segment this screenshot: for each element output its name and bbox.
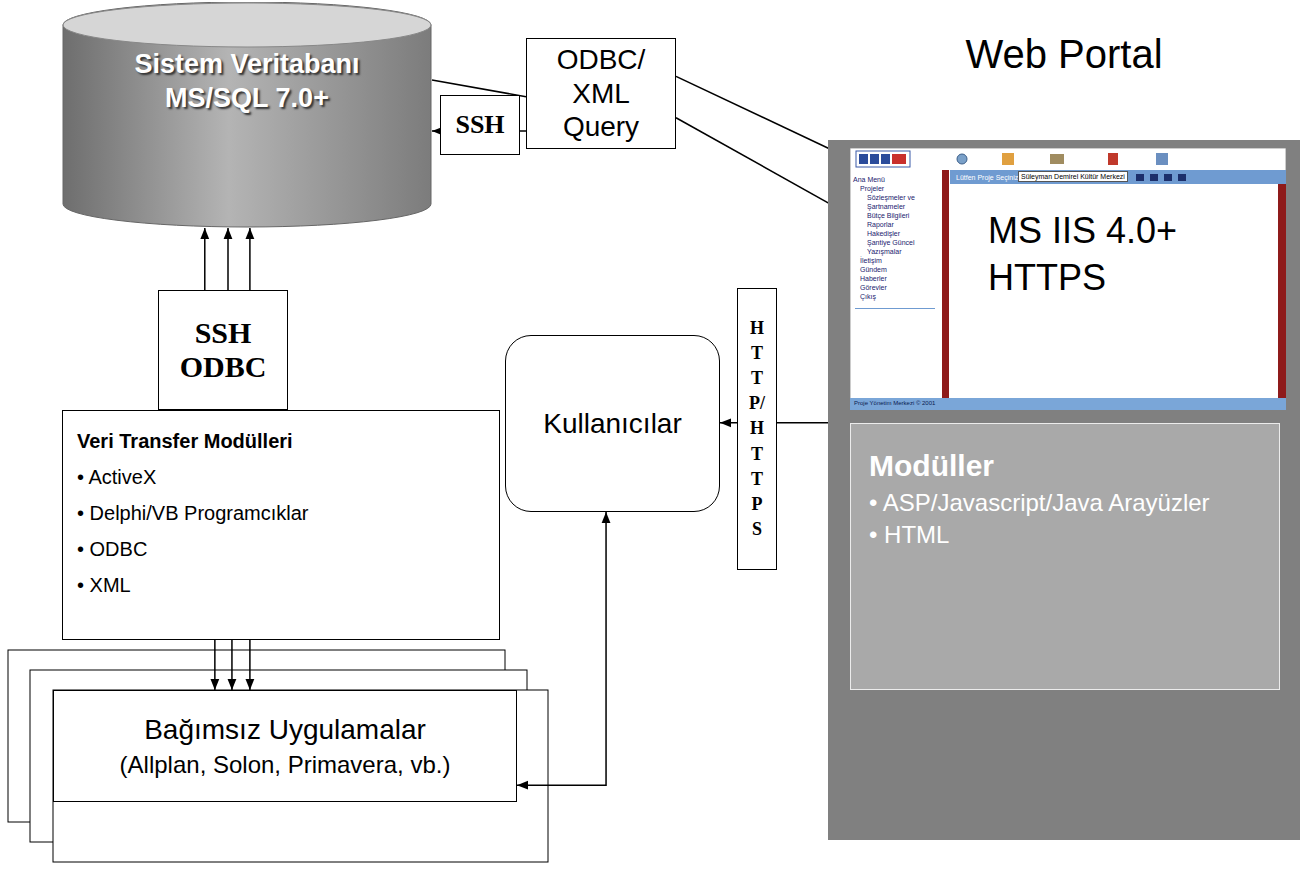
node-text: • XML (77, 567, 131, 603)
menu-item: Ana Menü (853, 175, 940, 184)
portal-panel: Web PortalMS IIS 4.0+ HTTPSAna MenüProje… (828, 30, 1300, 840)
logo (881, 154, 890, 164)
menu-item: Gündem (853, 265, 940, 274)
node-heading: MS IIS 4.0+ HTTPS (988, 208, 1250, 302)
menu-item: Çıkış (853, 292, 940, 301)
logo (870, 154, 879, 164)
nav-icon (1178, 174, 1186, 181)
portal-screenshot: MS IIS 4.0+ HTTPS Ana MenüProjelerSözleşm… (850, 148, 1286, 410)
node-heading: Sistem Veritabanı MS/SQL 7.0+ (102, 48, 392, 116)
node-heading: Kullanıcılar (543, 407, 682, 441)
menu-item: Haberler (853, 274, 940, 283)
node-text: • ActiveX (77, 459, 156, 495)
node-heading: HTTP/HTTPS (748, 316, 766, 543)
logo (859, 154, 868, 164)
menu-item: Bütçe Bilgileri (853, 211, 940, 220)
menu-item: Yazışmalar (853, 247, 940, 256)
connector-arrow (214, 640, 216, 690)
connector-arrow (231, 640, 233, 690)
menu-item: Şantiye Güncel (853, 238, 940, 247)
menu-item: Hakedişler (853, 229, 940, 238)
logo (856, 151, 910, 167)
connector-arrow (676, 118, 850, 215)
query-box: ODBC/ XML Query (526, 38, 676, 149)
toolbar-icon (1108, 153, 1118, 165)
database-cylinder: Sistem Veritabanı MS/SQL 7.0+ (62, 2, 432, 228)
menu-list: Ana MenüProjelerSözleşmeler ve Şartnamel… (853, 175, 940, 301)
footer-bar (850, 398, 1286, 410)
title-bar (950, 170, 1286, 184)
field-label: Lütfen Proje Seçiniz: (956, 173, 1020, 182)
toolbar-icon (1050, 154, 1064, 164)
footer-text: Proje Yönetim Merkezi © 2001 (854, 399, 935, 408)
toolbar-icon (1002, 153, 1014, 165)
nav-icon (1136, 174, 1144, 181)
menu-item: Görevler (853, 283, 940, 292)
transfer-modules-box: Veri Transfer Modülleri• ActiveX• Delphi… (62, 410, 500, 640)
connector-arrow (249, 640, 251, 690)
logo (892, 154, 906, 164)
node-heading: Web Portal (965, 30, 1162, 78)
menu-item: Sözleşmeler ve Şartnameler (853, 193, 940, 211)
node-heading: Bağımsız Uygulamalar (144, 712, 426, 748)
connector-arrow (517, 512, 606, 785)
node-heading: SSH ODBC (167, 316, 279, 385)
toolbar-icon (957, 154, 967, 164)
protocol-box: HTTP/HTTPS (737, 288, 777, 570)
stacked-pages (8, 650, 548, 862)
users-box: Kullanıcılar (505, 335, 720, 512)
node-heading: Veri Transfer Modülleri (77, 423, 293, 459)
side-bar (1278, 184, 1286, 398)
front-page (53, 690, 548, 862)
modules-box: Modüller• ASP/Javascript/Java Arayüzler•… (850, 423, 1280, 690)
applications-box: Bağımsız Uygulamalar(Allplan, Solon, Pri… (53, 690, 517, 802)
cylinder-body (63, 2, 431, 227)
node-text: • ODBC (77, 531, 147, 567)
node-heading: SSH (455, 109, 504, 140)
node-text: (Allplan, Solon, Primavera, vb.) (120, 749, 451, 780)
node-text: • ASP/Javascript/Java Arayüzler (869, 487, 1210, 519)
select-value: Süleyman Demirel Kültür Merkezi (1018, 171, 1128, 182)
node-heading: ODBC/ XML Query (531, 43, 671, 144)
protocol-box: SSH (440, 95, 520, 155)
menu-rule (855, 308, 935, 309)
side-bar (942, 170, 949, 398)
connector-arrow (676, 76, 850, 158)
node-heading: Modüller (869, 446, 994, 487)
nav-icon (1164, 174, 1172, 181)
cylinder-top (63, 3, 431, 47)
nav-icon (1150, 174, 1158, 181)
node-text: • Delphi/VB Programcıklar (77, 495, 309, 531)
node-text: • HTML (869, 519, 949, 551)
menu-item: Raporlar (853, 220, 940, 229)
menu-item: Projeler (853, 184, 940, 193)
cylinder-shape (62, 2, 432, 228)
protocol-box: SSH ODBC (158, 290, 288, 410)
screen-frame (850, 148, 1286, 410)
menu-item: İletişim (853, 256, 940, 265)
toolbar-icon (1156, 153, 1168, 165)
